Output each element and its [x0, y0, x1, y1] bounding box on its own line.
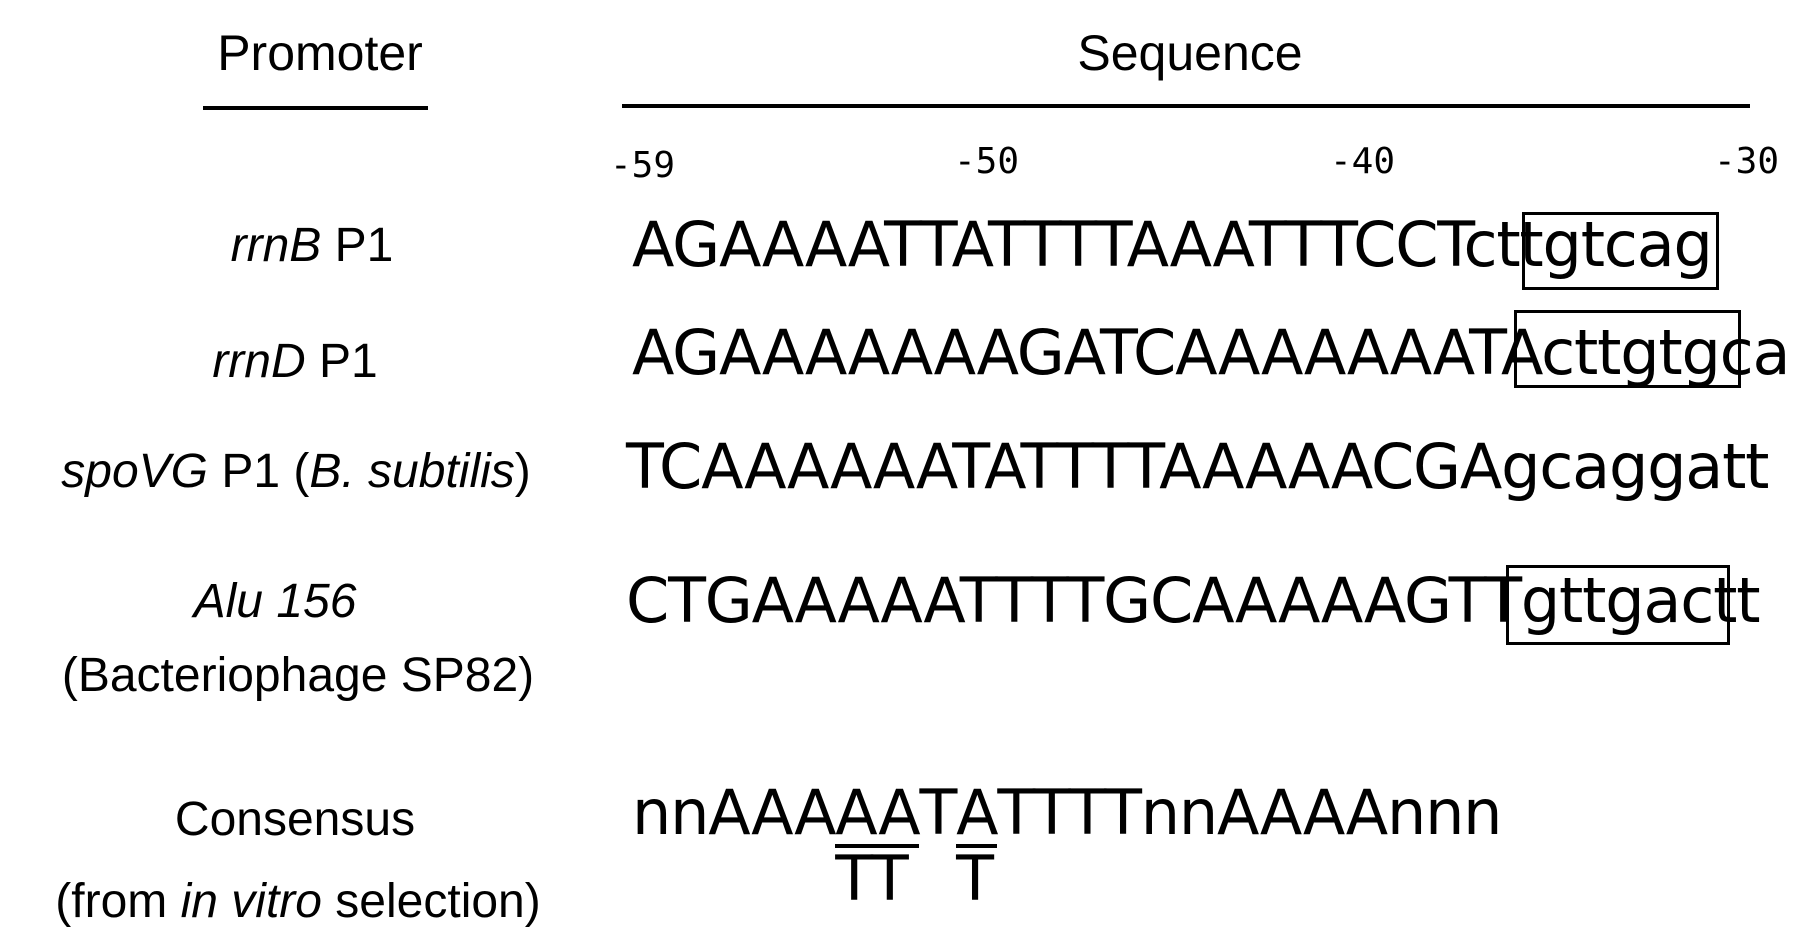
position-minus-50: -50 — [954, 141, 1020, 182]
promoter-underline — [203, 106, 428, 110]
promoter-label-alu156: Alu 156 — [193, 575, 357, 628]
consensus-label-method: (from in vitro selection) — [55, 875, 541, 928]
position-minus-40: -40 — [1330, 141, 1396, 182]
promoter-label-rrnD: rrnD P1 — [212, 335, 378, 388]
sequence-alu156: CTGAAAAATTTTGCAAAAAGTTgttgactt — [626, 564, 1761, 637]
minus35-box-rrnD — [1514, 310, 1741, 388]
sequence-rrnB: AGAAAATTATTTTAAATTTCCTcttgtcag — [632, 208, 1713, 281]
position-minus-59: -59 — [610, 145, 676, 186]
promoter-header: Promoter — [217, 25, 423, 81]
promoter-label-spoVG: spoVG P1 (B. subtilis) — [61, 445, 531, 498]
sequence-rrnD: AGAAAAAAAGATCAAAAAAATActtgtgca — [632, 316, 1791, 389]
sequence-underline — [622, 104, 1750, 108]
minus35-box-rrnB — [1522, 212, 1719, 290]
promoter-label-alu156-origin: (Bacteriophage SP82) — [61, 649, 535, 702]
promoter-label-rrnB: rrnB P1 — [230, 219, 394, 272]
sequence-spoVG: TCAAAAAATATTTTAAAAACGAgcaggatt — [626, 430, 1769, 503]
position-minus-30: -30 — [1714, 141, 1780, 182]
sequence-header: Sequence — [1077, 25, 1303, 81]
minus35-box-alu156 — [1506, 565, 1730, 645]
consensus-label: Consensus — [174, 793, 416, 846]
